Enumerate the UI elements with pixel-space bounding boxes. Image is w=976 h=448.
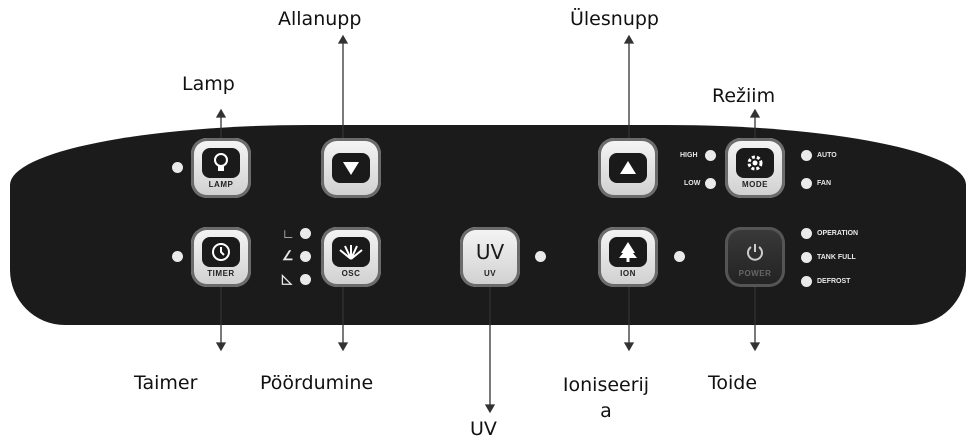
auto-mode-label: AUTO: [817, 152, 837, 159]
down-button[interactable]: [321, 138, 381, 198]
timer-indicator-led: [172, 251, 183, 262]
osc-angle-led-3: [300, 274, 311, 285]
ion-button[interactable]: ION: [598, 227, 658, 287]
ion-caption: ION: [620, 268, 636, 278]
uv-glyph: UV: [475, 239, 505, 264]
fan-mode-label: FAN: [817, 180, 831, 187]
lamp-indicator-led: [172, 162, 183, 173]
timer-caption: TIMER: [207, 268, 235, 278]
auto-mode-led: [801, 150, 812, 161]
osc-angle-led-1: [300, 228, 311, 239]
low-speed-led: [705, 178, 716, 189]
label-lamp: Lamp: [182, 73, 235, 95]
uv-indicator-led: [535, 251, 546, 262]
power-button[interactable]: POWER: [725, 227, 785, 287]
operation-led: [801, 228, 812, 239]
osc-angle-led-2: [300, 251, 311, 262]
tank-full-led: [801, 252, 812, 263]
fan-mode-led: [801, 178, 812, 189]
gear-icon: [736, 147, 774, 178]
up-button[interactable]: [598, 138, 658, 198]
osc-angle-glyph-3: ◺: [282, 271, 292, 286]
lamp-caption: LAMP: [208, 179, 234, 189]
mode-button[interactable]: MODE: [725, 138, 785, 198]
uv-button[interactable]: UV UV: [460, 227, 520, 287]
osc-angle-glyph-1: ∟: [282, 226, 295, 241]
triangle-down-icon: [332, 153, 370, 183]
triangle-up-icon: [609, 153, 647, 183]
lamp-button[interactable]: LAMP: [191, 138, 251, 198]
tree-ion-icon: [609, 236, 647, 267]
operation-label: OPERATION: [817, 230, 859, 237]
fan-swing-icon: [332, 236, 370, 267]
label-ulesnupp: Ülesnupp: [570, 8, 659, 30]
osc-angle-glyph-2: ∠: [282, 248, 294, 263]
ion-indicator-led: [674, 251, 685, 262]
label-toide: Toide: [708, 372, 758, 394]
high-speed-led: [705, 150, 716, 161]
tank-full-label: TANK FULL: [817, 254, 856, 261]
low-speed-label: LOW: [684, 180, 701, 187]
high-speed-label: HIGH: [680, 152, 698, 159]
power-icon: [736, 237, 774, 267]
defrost-led: [801, 276, 812, 287]
power-caption: POWER: [738, 268, 772, 278]
mode-caption: MODE: [742, 179, 768, 189]
osc-caption: OSC: [341, 268, 361, 278]
label-reziim: Režiim: [712, 85, 776, 107]
label-allanupp: Allanupp: [278, 8, 362, 30]
label-uv: UV: [470, 418, 497, 440]
osc-button[interactable]: OSC: [321, 227, 381, 287]
bulb-icon: [202, 147, 240, 178]
uv-caption: UV: [483, 268, 497, 278]
defrost-label: DEFROST: [817, 278, 851, 285]
timer-button[interactable]: TIMER: [191, 227, 251, 287]
label-poordumine: Pöördumine: [260, 372, 374, 394]
label-ioniseerija: Ioniseerij a: [562, 374, 650, 422]
clock-icon: [202, 236, 240, 267]
label-taimer: Taimer: [134, 372, 198, 394]
